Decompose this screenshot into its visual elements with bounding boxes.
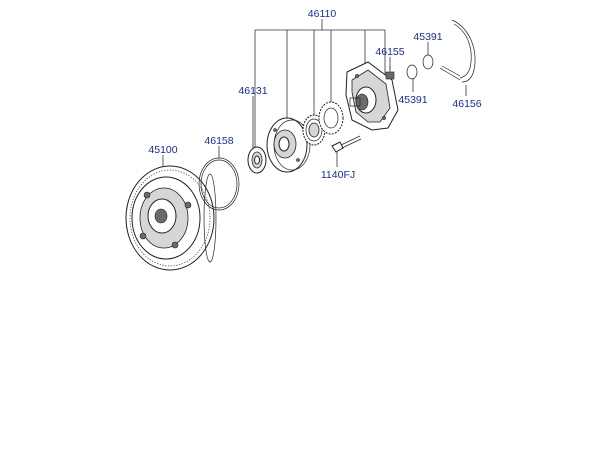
torque-converter-part[interactable] (125, 165, 217, 271)
pump-bolt-part[interactable] (331, 135, 362, 153)
label-ring-lower[interactable]: 45391 (398, 94, 427, 106)
part-labels: 46110 46131 46158 45100 1140FJ 46155 453… (148, 8, 481, 181)
label-ring-upper[interactable]: 45391 (413, 31, 442, 43)
lock-bolt-part[interactable] (385, 66, 395, 80)
label-o-ring[interactable]: 46158 (204, 135, 233, 147)
label-oil-seal[interactable]: 46131 (238, 85, 267, 97)
inner-gear-part[interactable] (318, 101, 344, 135)
o-ring-part[interactable] (198, 157, 240, 211)
label-torque-converter[interactable]: 45100 (148, 144, 177, 156)
label-snap-ring[interactable]: 46156 (452, 98, 481, 110)
label-oil-pump-assy[interactable]: 46110 (308, 8, 337, 20)
leader-lines (162, 19, 467, 170)
ring-lower-part[interactable] (406, 64, 418, 80)
label-pump-bolt[interactable]: 1140FJ (321, 169, 355, 181)
pump-cover-part[interactable] (345, 61, 399, 131)
label-lock-bolt[interactable]: 46155 (375, 46, 404, 58)
snap-ring-part[interactable] (439, 19, 476, 83)
ring-upper-part[interactable] (422, 54, 434, 70)
oil-seal-part[interactable] (247, 146, 267, 174)
pump-body-part[interactable] (266, 117, 311, 173)
